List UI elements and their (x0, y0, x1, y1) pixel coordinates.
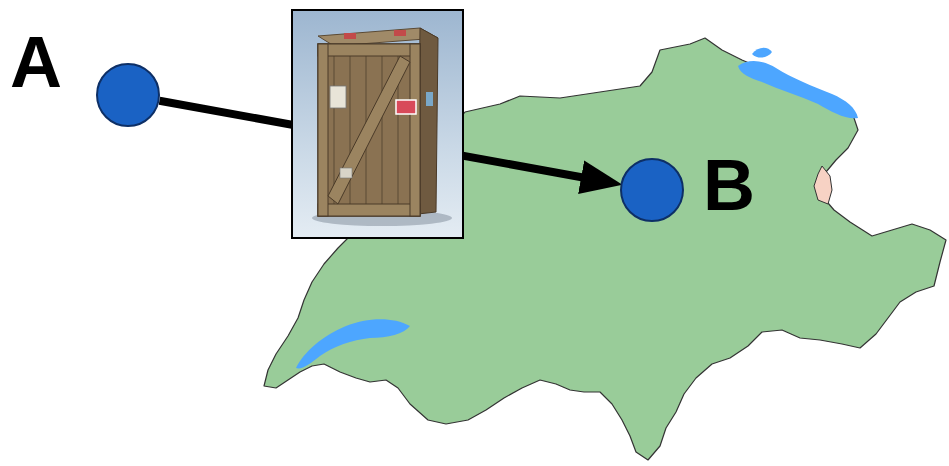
crate-frame-top (318, 44, 420, 56)
point-label: B (703, 149, 755, 221)
crate-board (382, 56, 383, 204)
country-outline (264, 38, 946, 460)
endpoint-node: A (96, 63, 160, 127)
crate-front (318, 44, 420, 216)
crate-sticker (340, 168, 352, 178)
photo-frame (292, 10, 463, 238)
crate-side (418, 28, 438, 214)
crate-sticker (426, 92, 433, 106)
endpoint-node: B (620, 158, 684, 222)
lake-constance (738, 61, 858, 118)
liechtenstein (814, 166, 832, 204)
lake-geneva (296, 319, 410, 368)
endpoint-circle (97, 64, 159, 126)
crate-top-stripe (394, 30, 406, 36)
crate-board (334, 56, 335, 204)
endpoint-circle (621, 159, 683, 221)
crate-frame-bottom (318, 204, 420, 216)
node-circle-shape (620, 158, 684, 222)
crate-sticker (396, 100, 416, 114)
crate-frame-right (410, 44, 420, 216)
crate-brace (328, 56, 410, 204)
crate-sticker (330, 86, 346, 108)
crate-frame-left (318, 44, 328, 216)
lake-small (752, 48, 772, 58)
crate-top-stripe (344, 33, 356, 39)
node-circle-shape (96, 63, 160, 127)
point-label: A (10, 26, 62, 98)
